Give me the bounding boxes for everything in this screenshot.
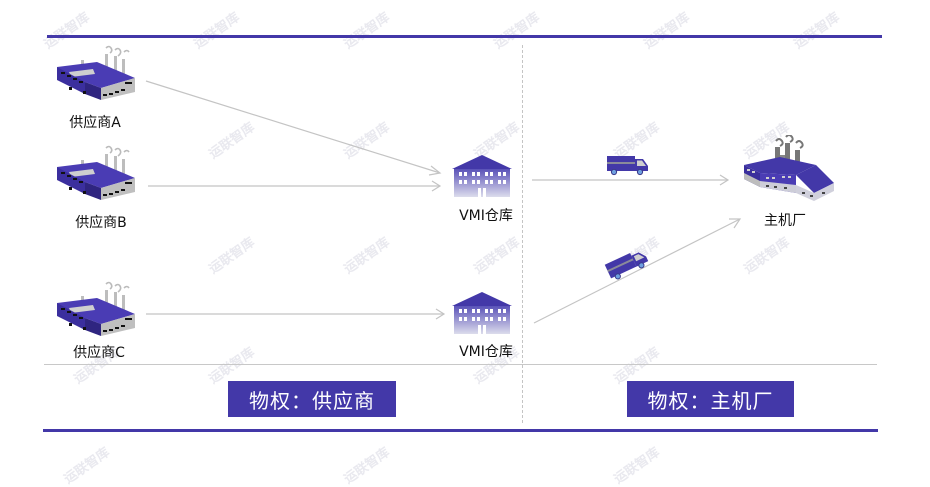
section-separator: [44, 364, 877, 365]
vmi-warehouse-label: VMI仓库: [459, 208, 513, 224]
main-factory-icon: [744, 135, 834, 201]
arrow-vmi-to-oem-top: [532, 174, 730, 186]
oem-label: 主机厂: [764, 213, 806, 229]
connector-layer: [145, 80, 742, 324]
top-rule: [47, 35, 882, 38]
vmi-warehouse-label: VMI仓库: [459, 344, 513, 360]
ownership-supplier-box: 物权：供应商: [228, 381, 396, 417]
supplier-c-label: 供应商C: [73, 345, 125, 361]
ownership-divider: [522, 45, 523, 423]
truck-icon-tilted: [604, 246, 651, 281]
factory-icon: [56, 145, 136, 201]
arrow-supplier-c-to-vmi: [146, 308, 446, 320]
factory-icon: [56, 45, 136, 101]
bottom-rule: [43, 429, 878, 432]
arrow-supplier-a-to-vmi: [145, 80, 442, 176]
warehouse-icon: [452, 292, 512, 334]
factory-icon: [56, 281, 136, 337]
arrow-vmi-to-oem-bottom: [533, 218, 742, 324]
ownership-oem-label: 物权：主机厂: [647, 388, 774, 413]
truck-icon: [606, 156, 649, 176]
ownership-supplier-label: 物权：供应商: [249, 388, 375, 413]
supplier-b-label: 供应商B: [75, 215, 127, 231]
ownership-oem-box: 物权：主机厂: [627, 381, 794, 417]
arrow-supplier-b-to-vmi: [148, 180, 442, 192]
warehouse-icon: [452, 155, 512, 197]
supplier-a-label: 供应商A: [69, 115, 121, 131]
